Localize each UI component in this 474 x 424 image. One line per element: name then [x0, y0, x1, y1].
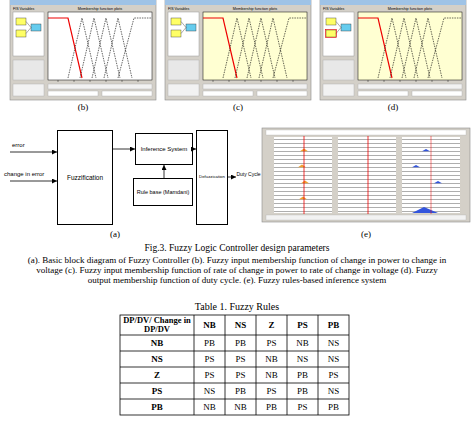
signal-name: Duty Cycle	[236, 171, 261, 177]
table-cell: PS	[318, 367, 349, 383]
header-strip	[266, 130, 466, 135]
table-cell: PB	[225, 383, 256, 399]
plot-area	[358, 12, 462, 80]
table-cell: NB	[256, 351, 287, 367]
plot-title: Membership function plots	[48, 7, 152, 12]
table-cell: PS	[120, 383, 194, 399]
figure-caption: Fig.3. Fuzzy Logic Controller design par…	[10, 243, 464, 254]
table-title: Table 1. Fuzzy Rules	[137, 301, 337, 313]
table-cell: NS	[120, 351, 194, 367]
table-cell: NS	[318, 351, 349, 367]
flow-arrow	[164, 165, 165, 178]
rule-base-box: Rule base (Mamdani)	[133, 178, 193, 206]
window-frame	[320, 0, 466, 100]
membership-curves	[203, 18, 307, 82]
process-box: Fuzzification	[57, 130, 113, 225]
panel-title: FIS Variables	[323, 7, 354, 11]
rule-viewer-screenshot	[262, 128, 470, 222]
plot-area	[48, 12, 152, 80]
table-cell: NB	[225, 399, 256, 415]
table-cell: NB	[194, 315, 225, 335]
table-cell: Z	[256, 315, 287, 335]
panel-label: (a)	[105, 229, 125, 240]
control-strip	[266, 215, 466, 220]
window-frame	[10, 0, 156, 100]
panel-title: FIS Variables	[13, 7, 44, 11]
rule-rows	[338, 137, 396, 213]
table-cell: PS	[287, 399, 318, 415]
table-cell: PS	[225, 351, 256, 367]
table-cell: PB	[120, 399, 194, 415]
input-arrow	[10, 152, 57, 153]
input-cursor	[368, 136, 369, 214]
rule-activations	[298, 149, 309, 200]
plot-title: Membership function plots	[358, 7, 462, 12]
selected-variable	[326, 30, 337, 38]
panel-label: (b)	[73, 102, 93, 113]
table-cell: PS	[256, 335, 287, 351]
table-cell: NS	[318, 383, 349, 399]
panel-label: (d)	[383, 102, 403, 113]
rule-rows	[402, 137, 460, 213]
output-activations	[412, 149, 442, 213]
table-cell: PB	[256, 399, 287, 415]
membership-plot-screenshot	[320, 0, 466, 100]
table-cell: NB	[194, 399, 225, 415]
box-label: Fuzzification	[67, 174, 103, 181]
table-cell: PS	[287, 315, 318, 335]
table-cell: PS	[194, 367, 225, 383]
window-frame	[262, 128, 470, 222]
input-cursor	[304, 136, 305, 214]
table-cell: NS	[225, 315, 256, 335]
table-cell: PB	[287, 367, 318, 383]
table-cell: PB	[318, 399, 349, 415]
rule-column	[274, 137, 332, 213]
signal-name: error	[12, 142, 56, 149]
subfigure-captions: (a). Basic block diagram of Fuzzy Contro…	[27, 255, 447, 285]
table-cell: PB	[287, 383, 318, 399]
table-cell: NB	[120, 335, 194, 351]
table-grid	[120, 315, 349, 415]
panel-label: (e)	[356, 229, 376, 240]
table-cell: Z	[120, 367, 194, 383]
table-cell: NS	[287, 351, 318, 367]
table-cell: NB	[287, 335, 318, 351]
rule-rows	[274, 137, 332, 213]
table-cell: NS	[318, 335, 349, 351]
table-cell: NB	[256, 367, 287, 383]
panel-label: (c)	[228, 102, 248, 113]
output-arrow	[228, 177, 236, 178]
table-cell: PS	[225, 367, 256, 383]
table-cell: PB	[225, 335, 256, 351]
signal-name: change in error	[4, 171, 58, 178]
box-label: Defuzzication	[199, 175, 225, 180]
plot-title: Membership function plots	[203, 7, 307, 12]
plot-area	[203, 12, 307, 80]
output-cursor	[431, 136, 432, 214]
input-arrow	[10, 181, 57, 182]
process-box: Defuzzication	[196, 130, 228, 225]
window-frame	[165, 0, 311, 100]
table-cell: PS	[194, 351, 225, 367]
table-cell: PB	[194, 335, 225, 351]
table-cell: PB	[318, 315, 349, 335]
box-label: Rule base (Mamdani)	[137, 189, 190, 195]
rule-column	[402, 137, 460, 213]
rule-column	[338, 137, 396, 213]
process-box: Inference System	[135, 133, 193, 165]
table-cell: PS	[256, 383, 287, 399]
panel-title: FIS Variables	[168, 7, 199, 11]
membership-plot-screenshot	[165, 0, 311, 100]
flow-arrow	[113, 149, 135, 150]
membership-plot-screenshot	[10, 0, 156, 100]
box-label: Inference System	[141, 146, 188, 153]
table-cell: DP/DV/ Change in DP/DV	[120, 315, 194, 335]
membership-curves	[48, 18, 152, 82]
table-cell: NS	[194, 383, 225, 399]
membership-curves	[358, 18, 462, 82]
